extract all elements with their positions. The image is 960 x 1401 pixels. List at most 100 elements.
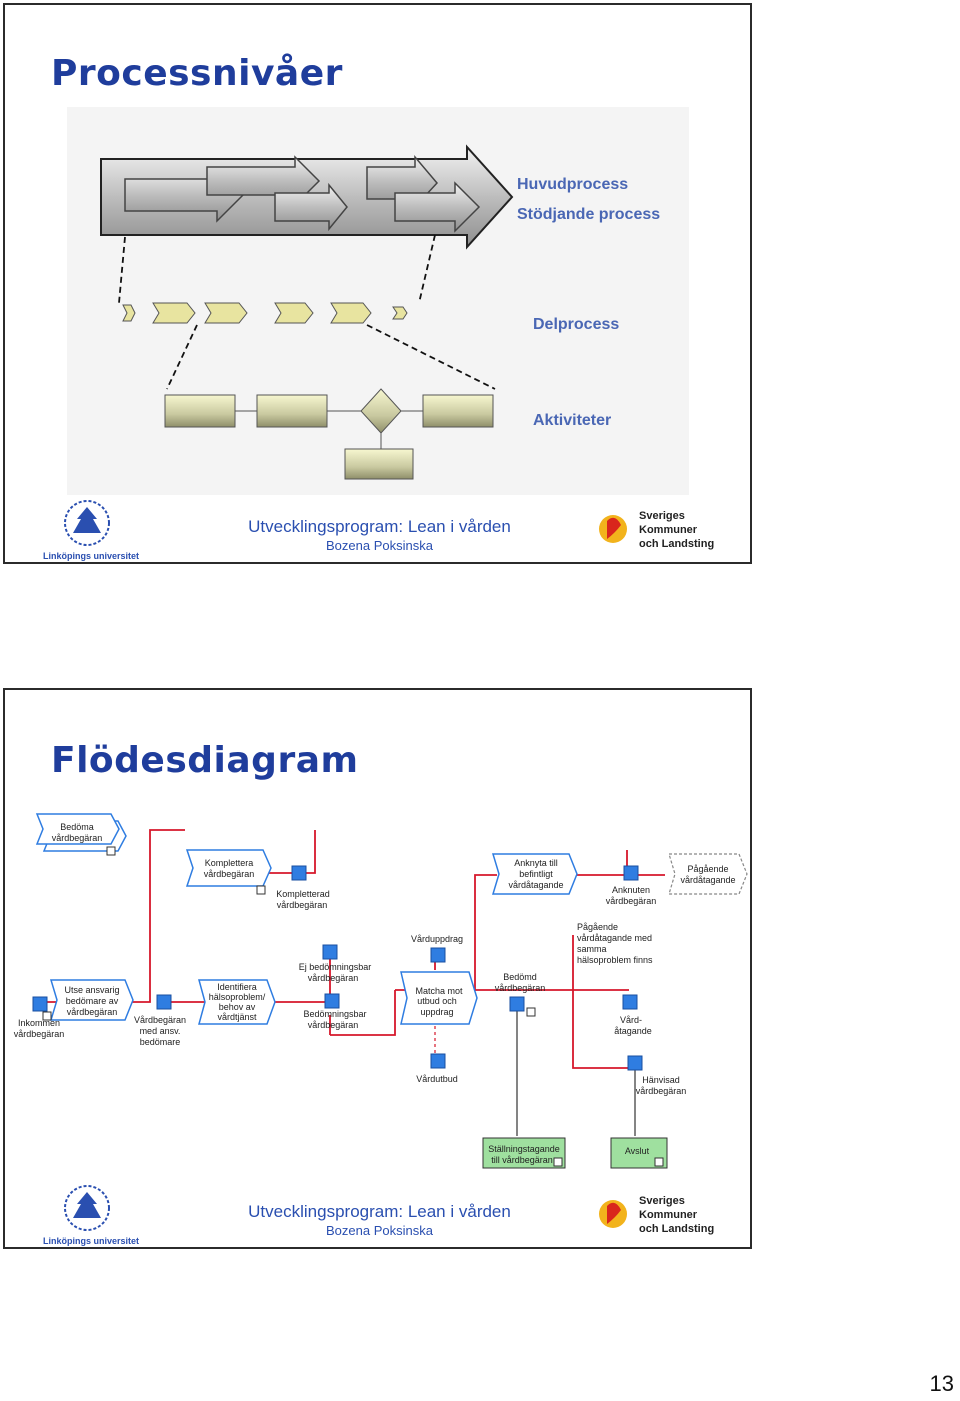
node-stallningstagande[interactable]: Ställningstagande till vårdbegäran — [482, 1137, 566, 1169]
node-anknyta[interactable]: Anknyta till befintligt vårdåtagande — [491, 853, 578, 895]
node-vardatagande[interactable]: Vård- åtagande — [614, 994, 652, 1036]
node-komplettera[interactable]: Komplettera vårdbegäran — [185, 849, 272, 895]
subprocess-chevrons — [122, 302, 408, 324]
footer-program-title: Utvecklingsprogram: Lean i vården — [248, 1202, 511, 1221]
slide-process-levels: Processnivåer Huvudprocess Stödjande pro… — [3, 3, 752, 564]
node-utse-line-3: vårdbegäran — [67, 1007, 118, 1017]
skl-logo-line-2: Kommuner — [639, 1209, 698, 1221]
skl-logo-line-2: Kommuner — [639, 524, 698, 536]
skl-logo-line-1: Sveriges — [639, 510, 685, 522]
node-komplettera-line-1: Komplettera — [205, 858, 254, 868]
slide-flow-diagram: Flödesdiagram — [3, 688, 752, 1249]
skl-logo-line-1: Sveriges — [639, 1195, 685, 1207]
node-inkommen-line-1: Inkommen — [18, 1018, 60, 1028]
node-pagaende-top-line-1: Pågående — [687, 864, 728, 874]
node-ej-bedom[interactable]: Ej bedömningsbar vårdbegäran — [299, 944, 372, 983]
liu-logo-text: Linköpings universitet — [43, 1236, 139, 1246]
node-bedomningsbar-line-2: vårdbegäran — [308, 1020, 359, 1030]
node-bedomningsbar-line-1: Bedömningsbar — [303, 1009, 366, 1019]
drilldown-line-1 — [118, 234, 436, 304]
node-ej-bedom-line-1: Ej bedömningsbar — [299, 962, 372, 972]
node-inkommen[interactable]: Inkommen vårdbegäran — [14, 996, 65, 1039]
node-pagaende-mid-line-2: vårdåtagande med — [577, 933, 652, 943]
legend-subprocess: Delprocess — [533, 316, 619, 333]
activity-box-4 — [344, 448, 414, 480]
skl-logo-line-3: och Landsting — [639, 538, 714, 550]
node-stallningstagande-line-2: till vårdbegäran — [491, 1155, 553, 1165]
slide-title: Processnivåer — [51, 53, 343, 94]
skl-logo: Sveriges Kommuner och Landsting — [599, 1195, 714, 1235]
node-vardatagande-line-1: Vård- — [620, 1015, 642, 1025]
node-matcha-line-1: Matcha mot — [415, 986, 463, 996]
node-pagaende-mid-line-1: Pågående — [577, 922, 618, 932]
node-identifiera-line-1: Identifiera — [217, 982, 257, 992]
node-bedomd-line-2: vårdbegäran — [495, 983, 546, 993]
flow-lines — [39, 829, 665, 1069]
node-anknuten[interactable]: Anknuten vårdbegäran — [606, 865, 657, 906]
drilldown-line-2 — [166, 324, 496, 390]
node-matcha-line-3: uppdrag — [420, 1007, 453, 1017]
node-anknyta-line-1: Anknyta till — [514, 858, 558, 868]
node-med-ansv-line-3: bedömare — [140, 1037, 181, 1047]
footer-author: Bozena Poksinska — [326, 538, 433, 553]
node-identifiera-line-4: vårdtjänst — [217, 1012, 257, 1022]
activity-box-2 — [256, 394, 328, 428]
legend-activities: Aktiviteter — [533, 412, 611, 429]
node-anknuten-line-2: vårdbegäran — [606, 896, 657, 906]
node-ej-bedom-line-2: vårdbegäran — [308, 973, 359, 983]
node-identifiera-line-3: behov av — [219, 1002, 256, 1012]
node-varduppdrag-label: Vårduppdrag — [411, 934, 463, 944]
node-stallningstagande-line-1: Ställningstagande — [488, 1144, 560, 1154]
node-inkommen-line-2: vårdbegäran — [14, 1029, 65, 1039]
liu-logo: Linköpings universitet — [43, 500, 139, 561]
legend-support-process: Stödjande process — [517, 206, 660, 223]
process-levels-diagram: Huvudprocess Stödjande process Delproces… — [67, 107, 689, 495]
node-vardatagande-line-2: åtagande — [614, 1026, 652, 1036]
activity-box-1 — [164, 394, 236, 428]
node-utse-line-2: bedömare av — [66, 996, 119, 1006]
node-identifiera[interactable]: Identifiera hälsoproblem/ behov av vårdt… — [198, 979, 276, 1025]
liu-logo-text: Linköpings universitet — [43, 551, 139, 561]
flow-diagram: Bedöma vårdbegäran Komplettera vårdbegär… — [14, 813, 748, 1169]
node-hanvisad[interactable]: Hänvisad vårdbegäran — [627, 1055, 686, 1096]
node-kompletterad-line-2: vårdbegäran — [277, 900, 328, 910]
node-vardutbud-label: Vårdutbud — [416, 1074, 458, 1084]
node-avslut-label: Avslut — [625, 1146, 650, 1156]
footer-program-title: Utvecklingsprogram: Lean i vården — [248, 517, 511, 536]
node-med-ansv-line-1: Vårdbegäran — [134, 1015, 186, 1025]
node-pagaende-mid-line-3: samma — [577, 944, 607, 954]
legend-main-process: Huvudprocess — [517, 176, 628, 193]
node-utse[interactable]: Utse ansvarig bedömare av vårdbegäran — [42, 979, 134, 1021]
node-hanvisad-line-1: Hänvisad — [642, 1075, 680, 1085]
node-avslut[interactable]: Avslut — [610, 1137, 668, 1169]
node-bedoma[interactable]: Bedöma vårdbegäran — [35, 813, 127, 856]
node-pagaende-top-line-2: vårdåtagande — [680, 875, 735, 885]
node-pagaende-top[interactable]: Pågående vårdåtagande — [668, 853, 748, 895]
node-bedomd-line-1: Bedömd — [503, 972, 537, 982]
support-arrow-3 — [274, 182, 348, 232]
node-matcha-line-2: utbud och — [417, 996, 457, 1006]
node-varduppdrag[interactable]: Vårduppdrag — [411, 934, 463, 963]
node-anknuten-line-1: Anknuten — [612, 885, 650, 895]
node-anknyta-line-3: vårdåtagande — [508, 880, 563, 890]
node-pagaende-mid-line-4: hälsoproblem finns — [577, 955, 653, 965]
node-bedoma-line-2: vårdbegäran — [52, 833, 103, 843]
page-number: 13 — [929, 1371, 954, 1396]
node-med-ansv-line-2: med ansv. — [140, 1026, 181, 1036]
skl-logo: Sveriges Kommuner och Landsting — [599, 510, 714, 550]
support-arrow-5 — [394, 181, 481, 233]
node-utse-line-1: Utse ansvarig — [64, 985, 119, 995]
node-kompletterad-line-1: Kompletterad — [276, 889, 330, 899]
node-vardutbud[interactable]: Vårdutbud — [416, 1053, 458, 1084]
node-kompletterad[interactable]: Kompletterad vårdbegäran — [276, 865, 330, 910]
node-identifiera-line-2: hälsoproblem/ — [209, 992, 266, 1002]
node-bedomd[interactable]: Bedömd vårdbegäran — [495, 972, 546, 1017]
node-med-ansv[interactable]: Vårdbegäran med ansv. bedömare — [134, 994, 186, 1047]
liu-logo: Linköpings universitet — [43, 1185, 139, 1246]
footer-author: Bozena Poksinska — [326, 1223, 433, 1238]
node-matcha[interactable]: Matcha mot utbud och uppdrag — [400, 971, 478, 1025]
skl-logo-line-3: och Landsting — [639, 1223, 714, 1235]
node-anknyta-line-2: befintligt — [519, 869, 553, 879]
node-pagaende-mid[interactable]: Pågående vårdåtagande med samma hälsopro… — [577, 922, 653, 965]
node-bedomningsbar[interactable]: Bedömningsbar vårdbegäran — [303, 993, 367, 1030]
